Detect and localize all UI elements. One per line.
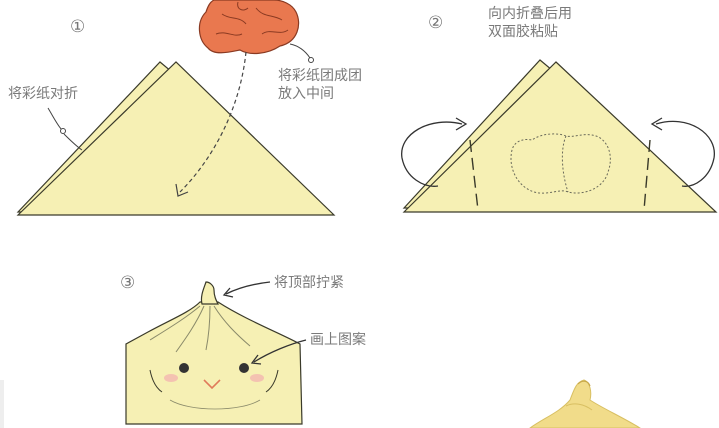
pouch-body: [125, 301, 303, 425]
ball-label-line2: 放入中间: [278, 86, 334, 102]
fold-leader-line: [47, 107, 63, 131]
hidden-ball-outline: [510, 133, 611, 194]
draw-label: 画上图案: [310, 331, 366, 348]
step-1-number: ①: [70, 17, 85, 37]
ball-leader-line: [289, 43, 311, 59]
twist-label: 将顶部拧紧: [274, 275, 344, 291]
step-2-label-line1: 向内折叠后用: [488, 6, 572, 22]
step-3: ③ 将顶部拧紧 画上图案: [120, 273, 366, 425]
edge-shadow: [0, 380, 4, 428]
twist-arrow: [225, 281, 271, 295]
twisted-top: [200, 281, 219, 305]
left-fold-line: [469, 139, 479, 211]
folded-paper-triangle: [16, 61, 336, 216]
step-3-number: ③: [120, 273, 135, 293]
ball-label-line1: 将彩纸团成团: [278, 68, 362, 84]
folded-paper-triangle: [402, 61, 718, 213]
left-fold-arrow: [401, 121, 463, 187]
right-fold-arrow: [655, 120, 715, 187]
paper-ball-icon: [198, 0, 300, 55]
step-1: ① 将彩纸团成团 放入中间 将彩纸对折: [8, 0, 362, 216]
draw-arrow: [253, 339, 307, 363]
face: [149, 363, 279, 410]
fold-label: 将彩纸对折: [8, 86, 78, 102]
insert-arrow: [179, 51, 247, 193]
insert-arrowhead: [175, 183, 189, 197]
finished-product-photo: [529, 379, 641, 428]
right-fold-line: [643, 139, 651, 211]
step-2-number: ②: [428, 13, 443, 33]
step-2: ② 向内折叠后用 双面胶粘贴: [401, 6, 718, 213]
step-2-label-line2: 双面胶粘贴: [488, 23, 558, 40]
